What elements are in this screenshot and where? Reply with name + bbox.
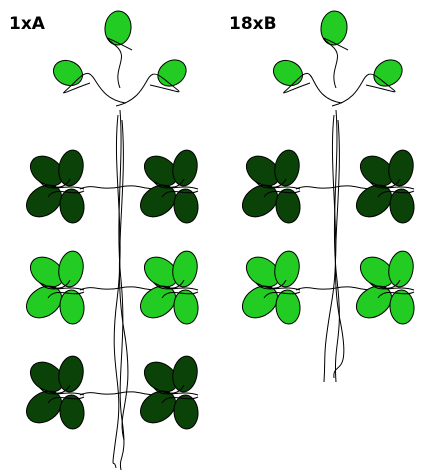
plant-18xB-whorl-1-right-cluster-leaf-upper-right [388,149,414,187]
plant-1xA-whorl-3-left-cluster-petiole-curl [47,396,85,404]
plant-1xA-whorl-3-branch-left [79,392,121,396]
stem-secondary [112,114,121,469]
stem-main [118,109,125,471]
plant-18xB-apex-right-petiole [331,73,396,107]
plant-1xA-whorl-1-left-cluster-leaf-upper-right [58,149,84,187]
plant-18xB-whorl-1-left-cluster-petiole-loop [255,178,301,190]
plant-18xB-whorl-1-right-cluster-leaf-lower-right [389,188,415,224]
plant-18xB-whorl-1-left-cluster-petiole-curl [263,190,301,198]
stem-main [333,109,340,383]
plant-1xA-whorl-1-branch-left [79,186,121,190]
plant-1xA-whorl-2-right-cluster-petiole-loop [153,279,199,291]
plant-18xB-whorl-1-left-cluster-leaf-lower-right [275,188,301,224]
plant-1xA-whorl-1-right-cluster-leaf-upper-right [172,149,198,187]
plant-18xB-whorl-2-left-cluster-petiole-loop [255,279,301,291]
plant-18xB-whorl-1-right-cluster-petiole-curl [377,190,415,198]
plant-18xB-whorl-2-left-cluster-petiole-curl [263,291,301,299]
plant-1xA [25,10,199,471]
plant-18xB-apex-left-leaf [272,59,304,87]
plant-1xA-whorl-2-left-cluster-leaf-lower-right [59,289,85,325]
plant-18xB-whorl-2-right-cluster-petiole-loop [369,279,415,291]
plant-1xA-whorl-1-right-cluster-petiole-loop [153,178,199,190]
plant-18xB-whorl-2-right-cluster-leaf-lower-right [389,289,415,325]
plant-18xB-whorl-1-branch-left [295,186,337,190]
plant-1xA-whorl-3-right-cluster-leaf-lower-right [173,394,199,430]
plant-1xA-whorl-1-left-cluster-petiole-loop [39,178,85,190]
plant-1xA-whorl-3-right-cluster-petiole-loop [153,384,199,396]
plant-18xB-apex-top-leaf [320,10,348,46]
plant-1xA-whorl-3-right-cluster-petiole-curl [161,396,199,404]
plant-18xB-whorl-2-right-cluster-leaf-upper-right [388,250,414,288]
plant-1xA-whorl-2-left-cluster-petiole-loop [39,279,85,291]
plant-1xA-apex-right-petiole [115,73,180,107]
plant-1xA-whorl-2-branch-left [79,287,121,291]
plant-18xB-whorl-1-left-cluster-leaf-upper-right [274,149,300,187]
plant-1xA-whorl-3-left-cluster-petiole-loop [39,384,85,396]
plant-1xA-whorl-2-right-cluster-petiole-curl [161,291,199,299]
plant-18xB-apex-left-petiole [283,72,343,104]
panel-label-1xA: 1xA [9,14,45,34]
plant-18xB-whorl-2-left-cluster-leaf-lower-right [275,289,301,325]
plant-18xB-whorl-1-right-cluster-petiole-loop [369,178,415,190]
plant-1xA-apex-left-petiole [63,72,127,104]
plant-1xA-whorl-1-left-cluster-leaf-lower-right [59,188,85,224]
plant-1xA-whorl-3-left-cluster-leaf-upper-right [58,355,84,393]
plant-1xA-whorl-3-right-cluster-leaf-upper-right [172,355,198,393]
stem-tertiary [118,119,129,441]
plant-18xB-whorl-2-left-cluster-leaf-upper-right [274,250,300,288]
plant-18xB-apex-top-petiole [323,37,349,89]
plant-18xB [241,10,415,383]
plant-1xA-apex-top-leaf [104,10,132,46]
plant-1xA-whorl-2-right-cluster-leaf-lower-right [173,289,199,325]
plant-1xA-whorl-1-right-cluster-petiole-curl [161,190,199,198]
plant-1xA-whorl-1-left-cluster-petiole-curl [47,190,85,198]
plant-18xB-whorl-2-branch-left [295,287,337,291]
panel-label-18xB: 18xB [229,14,277,34]
plant-18xB-whorl-2-right-cluster-petiole-curl [377,291,415,299]
plant-1xA-whorl-2-left-cluster-petiole-curl [47,291,85,299]
plant-1xA-whorl-2-right-cluster-leaf-upper-right [172,250,198,288]
plant-1xA-apex-top-petiole [107,37,133,89]
plant-1xA-whorl-1-right-cluster-leaf-lower-right [173,188,199,224]
plant-1xA-whorl-3-left-cluster-leaf-lower-right [59,394,85,430]
stem-tertiary [333,119,345,379]
stem-secondary [323,114,337,383]
plant-1xA-apex-left-leaf [52,59,84,87]
plant-1xA-whorl-2-left-cluster-leaf-upper-right [58,250,84,288]
